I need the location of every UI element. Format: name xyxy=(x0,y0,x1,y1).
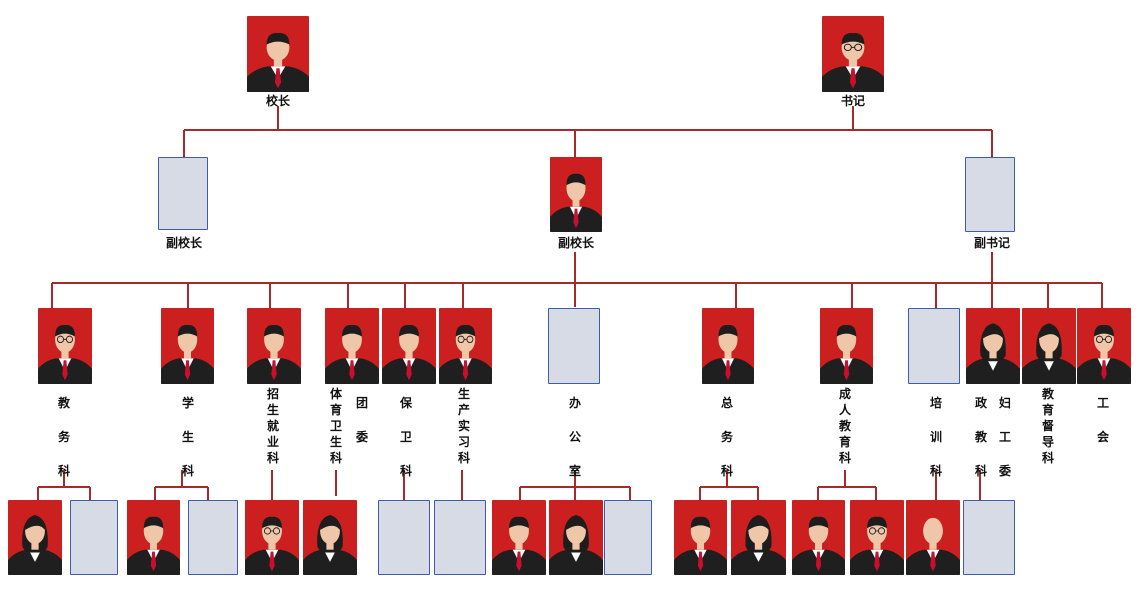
dept-shengchan-photo xyxy=(439,308,492,384)
dept-zhaosheng-photo xyxy=(247,308,301,384)
dept-peixun-photo xyxy=(908,308,960,384)
vice-principal-center-title: 副校长 xyxy=(558,236,595,250)
staff-photo-5 xyxy=(245,500,299,575)
staff-photo-14 xyxy=(792,500,845,575)
staff-photo-8 xyxy=(434,500,486,575)
staff-photo-3 xyxy=(127,500,180,575)
dept-dudao-label: 教育督导科 xyxy=(1041,387,1054,465)
dept-zongwu-photo xyxy=(702,308,754,384)
dept-xuesheng-label: 学生科 xyxy=(181,396,194,478)
staff-photo-4 xyxy=(188,500,238,575)
staff-photo-9 xyxy=(492,500,546,575)
principal-title: 校长 xyxy=(266,94,291,108)
dept-peixun-label: 培训科 xyxy=(929,396,942,478)
dept-bangong-photo xyxy=(548,308,600,384)
principal-photo xyxy=(247,16,309,92)
deputy-secretary-photo xyxy=(965,157,1015,232)
staff-photo-11 xyxy=(604,500,652,575)
staff-photo-7 xyxy=(378,500,430,575)
dept-xuesheng-photo xyxy=(161,308,214,384)
dept-zhengjiao-label: 政教科 xyxy=(974,396,987,478)
staff-photo-2 xyxy=(70,500,118,575)
dept-jiaowu-label: 教务科 xyxy=(57,396,70,478)
dept-chengren-label: 成人教育科 xyxy=(838,387,851,465)
staff-photo-16 xyxy=(906,500,960,575)
vice-principal-left-title: 副校长 xyxy=(166,236,203,250)
secretary-photo xyxy=(822,16,884,92)
vice-principal-center-photo xyxy=(550,157,602,232)
dept-baowei-label: 保卫科 xyxy=(399,396,412,478)
dept-chengren-photo xyxy=(820,308,873,384)
dept-zhengjiao-photo xyxy=(966,308,1020,384)
dept-tiyu-photo xyxy=(325,308,379,384)
dept-tiyu-label: 体育卫生科 xyxy=(329,387,342,465)
dept-gonghui-photo xyxy=(1077,308,1131,384)
staff-photo-6 xyxy=(303,500,357,575)
dept-shengchan-label: 生产实习科 xyxy=(457,387,470,465)
secretary-title: 书记 xyxy=(841,94,866,108)
dept-bangong-label: 办公室 xyxy=(568,396,581,478)
dept-dudao-photo xyxy=(1022,308,1076,384)
staff-photo-17 xyxy=(963,500,1015,575)
dept-tuanwei-label: 团委 xyxy=(355,396,368,444)
staff-photo-15 xyxy=(850,500,904,575)
dept-gonghui-label: 工会 xyxy=(1096,396,1109,444)
dept-zhaosheng-label: 招生就业科 xyxy=(266,387,279,465)
dept-fugong-label: 妇工委 xyxy=(998,396,1011,478)
staff-photo-10 xyxy=(549,500,603,575)
dept-baowei-photo xyxy=(382,308,436,384)
dept-jiaowu-photo xyxy=(38,308,92,384)
deputy-secretary-title: 副书记 xyxy=(974,236,1011,250)
staff-photo-13 xyxy=(731,500,786,575)
vice-principal-left-photo xyxy=(158,157,208,230)
dept-zongwu-label: 总务科 xyxy=(720,396,733,478)
staff-photo-1 xyxy=(8,500,62,575)
staff-photo-12 xyxy=(674,500,727,575)
